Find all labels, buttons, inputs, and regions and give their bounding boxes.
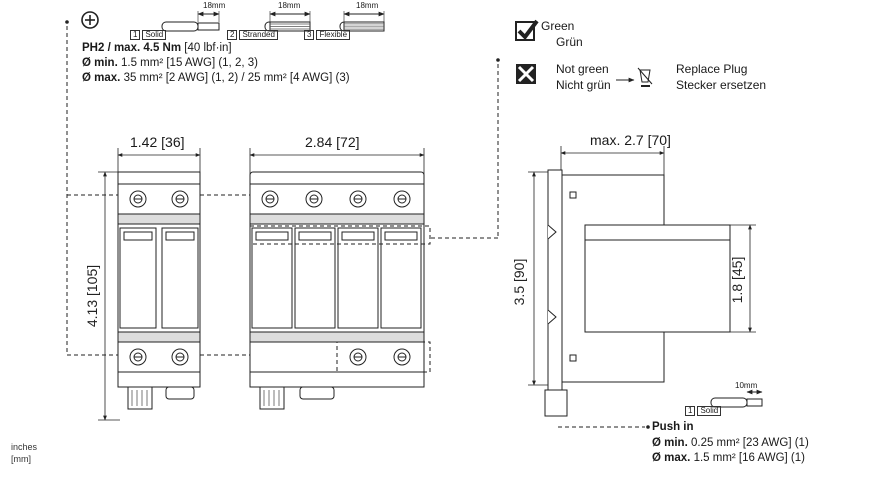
max-spec: Ø max. 35 mm² [2 AWG] (1, 2) / 25 mm² [4… bbox=[82, 72, 350, 84]
push-wire-length: 10mm bbox=[735, 381, 758, 390]
dim-width-4pole: 2.84 [72] bbox=[305, 134, 360, 150]
module-2-pole bbox=[117, 171, 201, 410]
push-max-spec: Ø max. 1.5 mm² [16 AWG] (1) bbox=[652, 452, 805, 464]
replace-plug-en: Replace Plug bbox=[676, 62, 748, 76]
not-green-label-en: Not green bbox=[556, 62, 609, 76]
wire-2-length: 18mm bbox=[278, 1, 301, 10]
screw-icon bbox=[129, 348, 147, 366]
leader-top-left bbox=[65, 20, 118, 356]
leader-push-in bbox=[558, 425, 650, 429]
wire-push-in-icon bbox=[710, 389, 763, 408]
screw-icon bbox=[349, 348, 367, 366]
plus-screw-icon bbox=[81, 11, 99, 29]
screw-icon bbox=[261, 190, 279, 208]
units-mm: [mm] bbox=[11, 454, 31, 464]
units-inches: inches bbox=[11, 442, 38, 452]
green-label-en: Green bbox=[541, 19, 575, 33]
screw-icon bbox=[129, 190, 147, 208]
replace-plug-de: Stecker ersetzen bbox=[676, 78, 767, 92]
wire-stranded-icon bbox=[264, 11, 311, 32]
side-view bbox=[544, 169, 731, 417]
screw-icon bbox=[393, 190, 411, 208]
dim-side-height2-label: 1.8 [45] bbox=[729, 257, 745, 304]
dim-side-width: max. 2.7 [70] bbox=[590, 132, 671, 148]
no-bin-icon bbox=[637, 67, 653, 87]
green-label-de: Grün bbox=[556, 35, 583, 49]
min-spec: Ø min. 1.5 mm² [15 AWG] (1, 2, 3) bbox=[82, 57, 258, 69]
push-in-title: Push in bbox=[652, 421, 694, 433]
dim-height-label: 4.13 [105] bbox=[84, 265, 100, 327]
check-icon bbox=[515, 19, 539, 41]
screw-icon bbox=[171, 348, 189, 366]
screw-icon bbox=[349, 190, 367, 208]
screw-icon bbox=[171, 190, 189, 208]
wire-3-length: 18mm bbox=[356, 1, 379, 10]
push-min-spec: Ø min. 0.25 mm² [23 AWG] (1) bbox=[652, 437, 809, 449]
dim-side-height-label: 3.5 [90] bbox=[511, 259, 527, 306]
torque-spec: PH2 / max. 4.5 Nm [40 lbf·in] bbox=[82, 42, 232, 54]
screw-icon bbox=[393, 348, 411, 366]
wire-1-length: 18mm bbox=[203, 1, 226, 10]
cross-icon bbox=[516, 64, 536, 84]
wire-solid-icon bbox=[161, 11, 220, 32]
dim-width-2pole: 1.42 [36] bbox=[130, 134, 185, 150]
screw-icon bbox=[305, 190, 323, 208]
leader-status bbox=[430, 58, 500, 239]
highlight-boxes bbox=[200, 194, 431, 373]
not-green-label-de: Nicht grün bbox=[556, 78, 611, 92]
module-4-pole bbox=[249, 171, 425, 410]
wire-flexible-icon bbox=[339, 11, 385, 32]
